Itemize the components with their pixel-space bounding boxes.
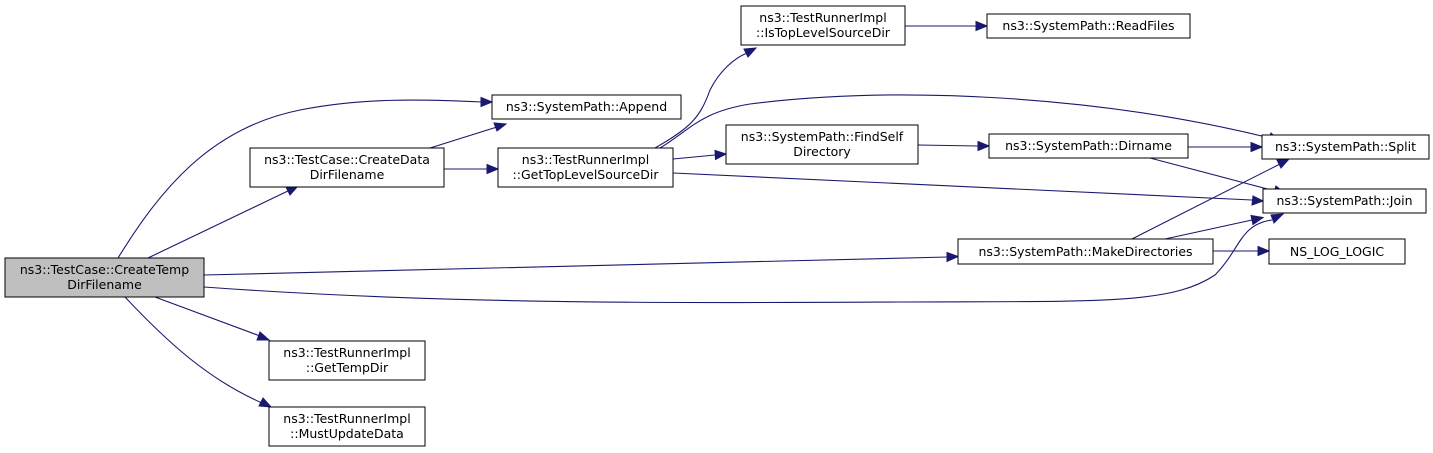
node-systempath-makedirectories[interactable]: ns3::SystemPath::MakeDirectories — [957, 238, 1214, 265]
edge-makedirs-to-nslog — [1213, 245, 1271, 257]
node-label: ns3::SystemPath::MakeDirectories — [978, 244, 1192, 259]
node-create-temp-dir-filename[interactable]: ns3::TestCase::CreateTemp DirFilename — [4, 257, 205, 298]
node-label: ns3::SystemPath::Split — [1275, 139, 1416, 154]
edge-gettoplevel-to-istoplevel — [654, 47, 758, 149]
node-systempath-append[interactable]: ns3::SystemPath::Append — [491, 94, 682, 120]
node-is-top-level-source-dir[interactable]: ns3::TestRunnerImpl ::IsTopLevelSourceDi… — [740, 5, 906, 46]
edge-root-to-makedirs — [203, 251, 960, 276]
node-create-data-dir-filename[interactable]: ns3::TestCase::CreateData DirFilename — [249, 147, 445, 188]
edge-root-to-createdata — [147, 185, 300, 259]
edge-istoplevel-to-readfiles — [905, 20, 989, 32]
node-label: ns3::TestRunnerImpl — [283, 345, 410, 360]
edge-root-to-mustupdate — [124, 296, 273, 408]
node-label: DirFilename — [310, 167, 385, 182]
node-systempath-readfiles[interactable]: ns3::SystemPath::ReadFiles — [986, 13, 1191, 39]
node-label: ns3::TestRunnerImpl — [522, 152, 649, 167]
node-label: ns3::TestCase::CreateData — [264, 152, 430, 167]
node-label: ns3::SystemPath::FindSelf — [741, 129, 904, 144]
node-get-temp-dir[interactable]: ns3::TestRunnerImpl ::GetTempDir — [268, 340, 426, 381]
node-label: ::GetTempDir — [306, 360, 389, 375]
node-label: ns3::TestRunnerImpl — [283, 411, 410, 426]
node-systempath-join[interactable]: ns3::SystemPath::Join — [1262, 188, 1427, 214]
edge-root-to-gettempdir — [154, 296, 271, 341]
node-label: ns3::SystemPath::Append — [506, 99, 667, 114]
node-systempath-findself-directory[interactable]: ns3::SystemPath::FindSelf Directory — [725, 124, 919, 165]
edge-createdata-to-gettoplevel — [444, 163, 500, 175]
node-label: DirFilename — [67, 277, 142, 292]
edge-findself-to-dirname — [917, 140, 991, 152]
node-label: ns3::TestRunnerImpl — [759, 10, 886, 25]
node-systempath-split[interactable]: ns3::SystemPath::Split — [1261, 134, 1430, 160]
edge-root-to-join — [203, 213, 1285, 304]
node-ns-log-logic[interactable]: NS_LOG_LOGIC — [1268, 238, 1406, 265]
edge-root-to-append — [117, 96, 494, 259]
edge-dirname-to-split — [1188, 141, 1264, 153]
edge-makedirs-to-join — [1164, 214, 1265, 240]
node-systempath-dirname[interactable]: ns3::SystemPath::Dirname — [988, 133, 1189, 159]
node-label: ::GetTopLevelSourceDir — [513, 167, 660, 182]
node-label: ns3::SystemPath::ReadFiles — [1002, 18, 1174, 33]
node-label: NS_LOG_LOGIC — [1290, 244, 1385, 259]
node-label: ::IsTopLevelSourceDir — [756, 25, 891, 40]
edge-gettoplevel-to-join — [672, 172, 1265, 206]
node-label: Directory — [793, 144, 851, 159]
node-label: ns3::TestCase::CreateTemp — [20, 262, 189, 277]
node-label: ns3::SystemPath::Join — [1276, 193, 1412, 208]
node-get-top-level-source-dir[interactable]: ns3::TestRunnerImpl ::GetTopLevelSourceD… — [497, 147, 674, 188]
node-must-update-data[interactable]: ns3::TestRunnerImpl ::MustUpdateData — [268, 406, 426, 447]
node-label: ::MustUpdateData — [290, 426, 404, 441]
edge-createdata-to-append — [429, 122, 508, 149]
edge-gettoplevel-to-findself — [672, 149, 728, 161]
node-label: ns3::SystemPath::Dirname — [1005, 138, 1172, 153]
